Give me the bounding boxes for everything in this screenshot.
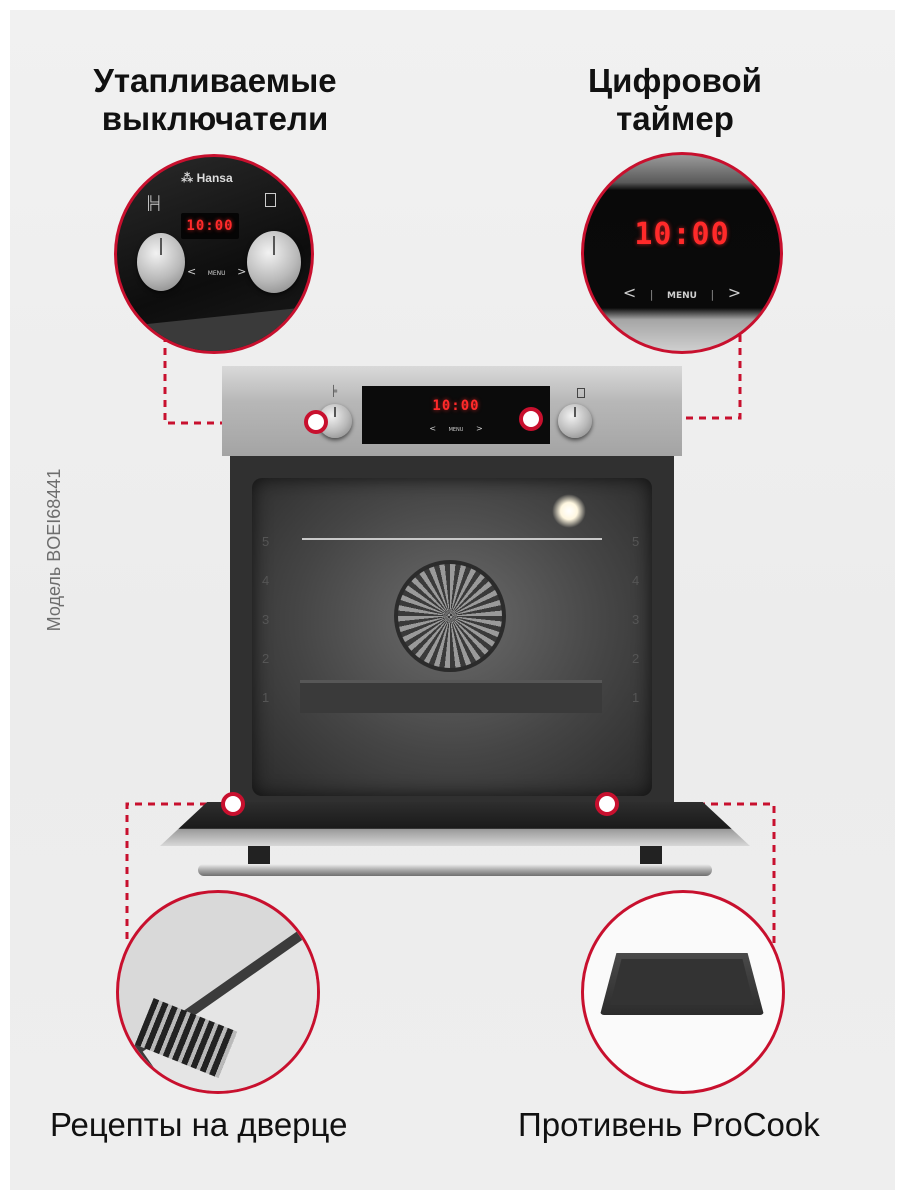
mini-display: 10:00 [181,213,239,239]
timer-display: 10:00 [634,217,730,252]
oven-light [552,494,586,528]
left-knob[interactable] [137,233,185,291]
model-label: Модель BOEI68441 [44,468,64,632]
knobs-bubble-bottom [117,306,311,351]
timer-marker [519,407,543,431]
clock-icon [577,388,585,398]
recipes-zoom-bubble [116,890,320,1094]
oven-right-knob[interactable] [558,404,592,438]
door-recipes-marker [221,792,245,816]
clock-icon [265,193,276,207]
right-knob[interactable] [247,231,301,293]
timer-zoom-bubble: 10:00 < | MENU | > [581,152,783,354]
tray-caption: Противень ProCook [518,1106,820,1143]
wire-rack [302,538,602,540]
mini-touch-row: < MENU > [187,265,247,278]
recipes-connector [125,802,233,945]
hansa-logo-icon: ⁂ [181,171,197,185]
door-hinge-left [248,846,270,868]
prev-button[interactable]: < [622,283,637,302]
oven-control-panel: ╞ 10:00 < MENU > [222,366,682,456]
door-hinge-right [640,846,662,868]
door-handle[interactable] [198,864,712,876]
baking-tray [300,680,602,713]
timer-touch-row: < | MENU | > [622,283,742,302]
oven-mode-icon: ╞ [330,386,338,397]
product-card: Утапливаемые выключатели Цифровой таймер… [10,10,895,1190]
timer-feature-title: Цифровой таймер [588,62,762,137]
tray-inner [610,959,754,1005]
knobs-feature-title: Утапливаемые выключатели [93,62,337,137]
next-button[interactable]: > [727,283,742,302]
brand-logo: ⁂ Hansa [181,171,233,185]
knobs-zoom-bubble: ⁂ Hansa ╠╡ 10:00 < MENU > [114,154,314,354]
oven-mode-icon: ╠╡ [145,195,164,210]
tray-marker [595,792,619,816]
oven-display-window: 10:00 < MENU > [362,386,550,444]
oven-door[interactable] [160,802,750,846]
convection-fan [394,560,506,672]
tray-zoom-bubble [581,890,785,1094]
menu-button[interactable]: MENU [667,291,697,301]
recipes-caption: Рецепты на дверце [50,1106,348,1143]
left-knob-marker [304,410,328,434]
